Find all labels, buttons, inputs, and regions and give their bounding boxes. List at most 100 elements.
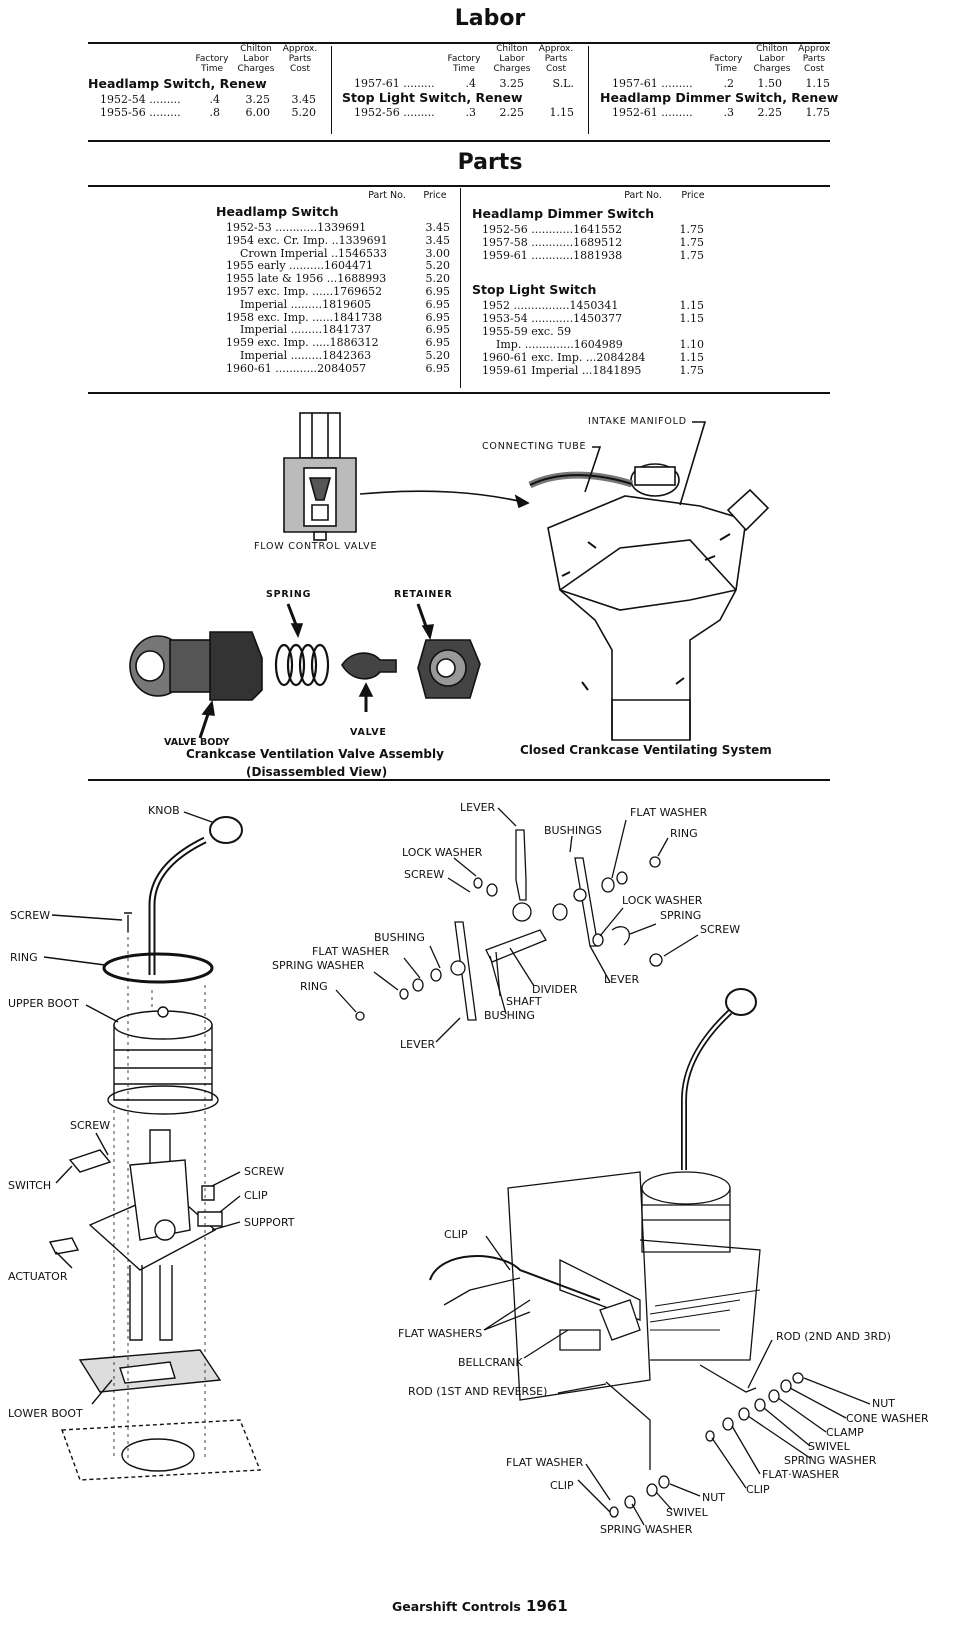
parts-left-price-header: Price: [423, 190, 447, 201]
caption-closed-crankcase: Closed Crankcase Ventilating System: [520, 743, 772, 757]
labor-col3-heading: Headlamp Dimmer Switch, Renew: [600, 90, 839, 105]
labor-col3-row-time: .3: [723, 106, 735, 119]
labor-col2-row-charge: 3.25: [499, 77, 525, 90]
caption-valve-assembly: Crankcase Ventilation Valve Assembly: [186, 747, 444, 761]
label-flat-washer: FLAT WASHER: [630, 806, 708, 819]
label-nut-lower: NUT: [702, 1491, 725, 1504]
labor-col1-row-label: 1952-54 .........: [100, 93, 181, 106]
label-actuator: ACTUATOR: [8, 1270, 68, 1283]
labor-col2-row-cost: 1.15: [549, 106, 575, 119]
label-divider: DIVIDER: [532, 983, 578, 996]
labor-col2-row-time: .4: [465, 77, 477, 90]
labor-top-rule: [88, 42, 830, 44]
parts-title: Parts: [457, 150, 523, 175]
label-rod-2nd-3rd: ROD (2ND AND 3RD): [776, 1330, 891, 1343]
label-clip: CLIP: [244, 1189, 268, 1202]
labor-col1-row-charge: 3.25: [245, 93, 271, 106]
label-rod-1st-reverse: ROD (1ST AND REVERSE): [408, 1385, 548, 1398]
label-lock-washer-2: LOCK WASHER: [622, 894, 703, 907]
parts-bottom-rule: [88, 392, 830, 394]
labor-col1-row-time: .4: [209, 93, 221, 106]
caption-gearshift-controls: Gearshift Controls 1961: [392, 1596, 568, 1615]
label-flat-washer-right: FLAT·WASHER: [762, 1468, 840, 1481]
parts-left-partno-header: Part No.: [368, 190, 406, 201]
labor-divider-2: [588, 46, 589, 134]
label-bushing: BUSHING: [374, 931, 425, 944]
labor-col2-row-charge: 2.25: [499, 106, 525, 119]
label-flow-control-valve: FLOW CONTROL VALVE: [254, 541, 378, 552]
valve-body-drawing: [129, 631, 263, 701]
label-spring: SPRING: [266, 589, 312, 600]
label-support: SUPPORT: [244, 1216, 295, 1229]
label-screw: SCREW: [10, 909, 51, 922]
label-clip-lower: CLIP: [550, 1479, 574, 1492]
label-valve-body: VALVE BODY: [164, 737, 230, 748]
valve-drawing: [341, 652, 397, 680]
labor-col2-heading: Stop Light Switch, Renew: [342, 90, 523, 105]
labor-col2-row-label: 1952-56 .........: [354, 106, 435, 119]
flow-control-valve-drawing: [283, 412, 357, 541]
labor-col3-row-cost: 1.75: [805, 106, 831, 119]
label-lever-right: LEVER: [604, 973, 640, 986]
label-knob: KNOB: [148, 804, 180, 817]
labor-bottom-rule: [88, 140, 830, 142]
gearshift-right-drawing: [429, 988, 871, 1526]
labor-col3-row-charge: 2.25: [757, 106, 783, 119]
label-screw-clip: SCREW: [244, 1165, 285, 1178]
label-bushings: BUSHINGS: [544, 824, 602, 837]
labor-col3-row-cost: 1.15: [805, 77, 831, 90]
label-ring-mid: RING: [670, 827, 698, 840]
label-connecting-tube: CONNECTING TUBE: [482, 441, 587, 452]
labor-col1-row-charge: 6.00: [245, 106, 271, 119]
label-retainer: RETAINER: [394, 589, 453, 600]
label-bushing-2: BUSHING: [484, 1009, 535, 1022]
labor-col2-row-cost: S.L.: [552, 77, 574, 90]
label-cone-washer: CONE WASHER: [846, 1412, 929, 1425]
label-spring-mid: SPRING: [660, 909, 702, 922]
label-ring-mid-2: RING: [300, 980, 328, 993]
parts-dimmer-heading: Headlamp Dimmer Switch: [472, 206, 655, 221]
caption-gearshift-text: Gearshift Controls: [392, 1599, 521, 1614]
label-clamp: CLAMP: [826, 1426, 864, 1439]
spring-drawing: [274, 643, 330, 687]
label-flat-washer-2: FLAT WASHER: [312, 945, 390, 958]
parts-divider: [460, 188, 461, 388]
label-flat-washer-lower: FLAT WASHER: [506, 1456, 584, 1469]
parts-top-rule: [88, 185, 830, 187]
label-lock-washer: LOCK WASHER: [402, 846, 483, 859]
label-screw-switch: SCREW: [70, 1119, 111, 1132]
parts-headlamp-switch-heading: Headlamp Switch: [216, 204, 339, 219]
label-screw-mid: SCREW: [404, 868, 445, 881]
label-upper-boot: UPPER BOOT: [8, 997, 79, 1010]
label-lower-boot: LOWER BOOT: [8, 1407, 83, 1420]
label-lever-top: LEVER: [460, 801, 496, 814]
label-screw-mid-2: SCREW: [700, 923, 741, 936]
label-switch: SWITCH: [8, 1179, 52, 1192]
label-clip-right-2: CLIP: [746, 1483, 770, 1496]
label-swivel: SWIVEL: [808, 1440, 850, 1453]
labor-col2-row-time: .3: [465, 106, 477, 119]
